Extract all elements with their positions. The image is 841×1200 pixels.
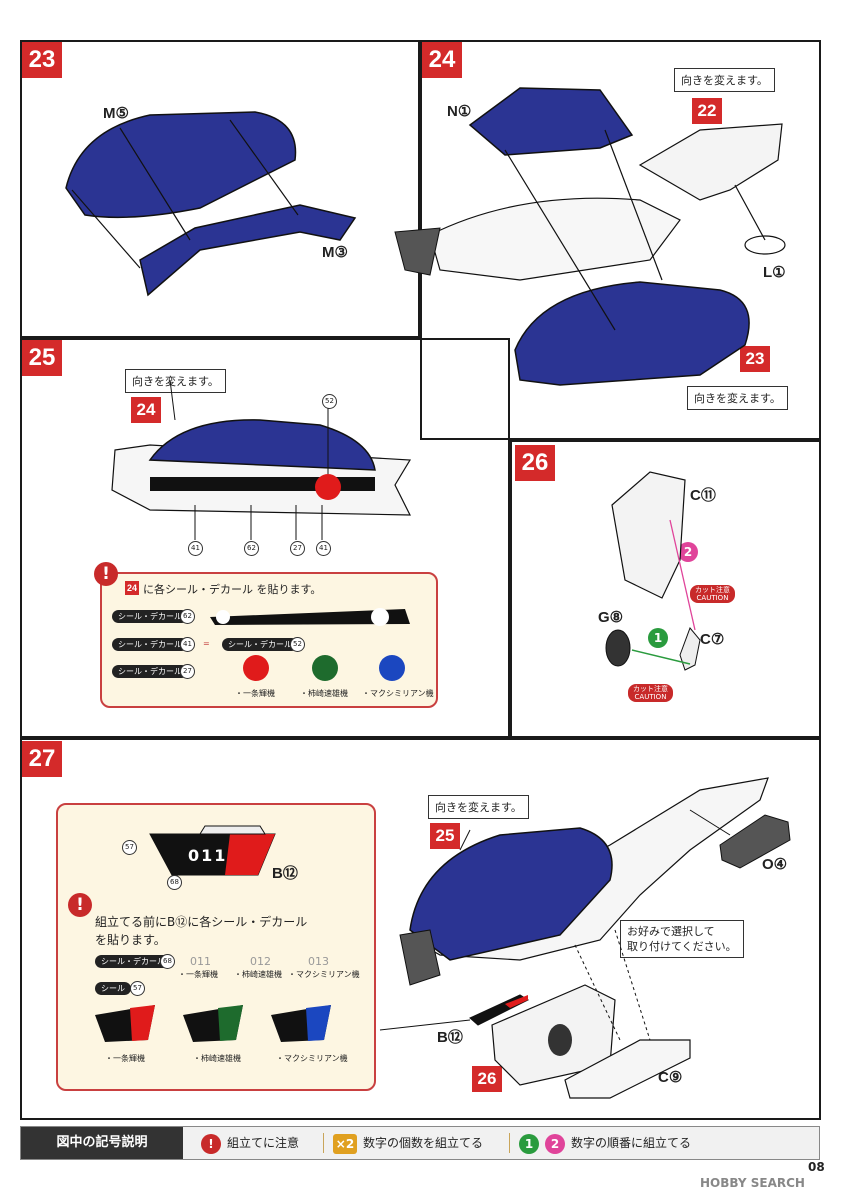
pilot-label-1: ・一条輝機 <box>235 689 275 698</box>
note-27-decals <box>56 803 376 1091</box>
order-badge-1: 1 <box>648 628 668 648</box>
legend-caution: !組立てに注意 <box>201 1127 299 1159</box>
step-number-23: 23 <box>22 42 62 78</box>
step-27-panel <box>20 738 821 1120</box>
order-badge-2: 2 <box>678 542 698 562</box>
tag-num-68: 68 <box>160 954 175 969</box>
part-label-g8: G⑧ <box>598 609 624 626</box>
note-ref-24: 24 <box>125 581 139 595</box>
callout-rotate-27: 向きを変えます。 <box>428 795 529 819</box>
page-number: 08 <box>808 1160 825 1174</box>
caution-legend-icon: ! <box>201 1133 221 1154</box>
code-pilot-1: ・一条輝機 <box>178 970 218 979</box>
pilot-label-3: ・マクシミリアン機 <box>362 689 434 698</box>
step-25-panel <box>20 338 510 738</box>
part-label-n1: N① <box>447 103 472 120</box>
tag-decal-68: シール・デカール <box>95 955 171 968</box>
note-num-62: 62 <box>180 609 195 624</box>
note-num-68: 68 <box>167 875 182 890</box>
code-pilot-3: ・マクシミリアン機 <box>288 970 360 979</box>
decal-number-41b: 41 <box>316 541 331 556</box>
panel-code: 011 <box>188 846 228 865</box>
step-number-25: 25 <box>22 340 62 376</box>
note-num-52: 52 <box>290 637 305 652</box>
ref-step-26: 26 <box>472 1066 502 1092</box>
seal-pilot-1: ・一条輝機 <box>105 1054 145 1063</box>
step-26-panel <box>510 440 821 738</box>
step-23-panel <box>20 40 420 338</box>
tag-seal-57: シール <box>95 982 131 995</box>
callout-optional: お好みで選択して取り付けてください。 <box>620 920 744 958</box>
code-013: 013 <box>308 955 329 968</box>
step-number-27: 27 <box>22 741 62 777</box>
watermark: HOBBY SEARCH <box>700 1176 805 1190</box>
part-label-m5: M⑤ <box>103 105 129 122</box>
tag-decal-27: シール・デカール <box>112 665 188 678</box>
tag-decal-41: シール・デカール <box>112 638 188 651</box>
legend-title: 図中の記号説明 <box>21 1127 183 1159</box>
note-num-57: 57 <box>122 840 137 855</box>
step-number-24: 24 <box>422 42 462 78</box>
seal-pilot-3: ・マクシミリアン機 <box>276 1054 348 1063</box>
ref-step-25: 25 <box>430 823 460 849</box>
order-legend-icon-2: 2 <box>545 1133 565 1154</box>
caution-icon-27: ! <box>68 893 92 917</box>
decal-number-52: 52 <box>322 394 337 409</box>
part-label-c7: C⑦ <box>700 631 725 648</box>
part-label-o4: O④ <box>762 856 788 873</box>
seal-pilot-2: ・柿崎速雄機 <box>193 1054 241 1063</box>
ref-step-24: 24 <box>131 397 161 423</box>
note-text-25: に各シール・デカール を貼ります。 <box>143 583 322 596</box>
part-label-b12: B⑫ <box>437 1029 463 1046</box>
tag-num-57: 57 <box>130 981 145 996</box>
pilot-label-2: ・柿崎速雄機 <box>300 689 348 698</box>
note-eq: = <box>203 639 210 648</box>
callout-rotate-25: 向きを変えます。 <box>125 369 226 393</box>
note-27-line2: を貼ります。 <box>95 933 166 947</box>
ref-step-23: 23 <box>740 346 770 372</box>
note-label-b12: B⑫ <box>272 865 298 882</box>
callout-rotate-bottom: 向きを変えます。 <box>687 386 788 410</box>
code-pilot-2: ・柿崎速雄機 <box>234 970 282 979</box>
multiply-legend-icon: ×2 <box>333 1133 357 1154</box>
decal-number-41a: 41 <box>188 541 203 556</box>
ref-step-22: 22 <box>692 98 722 124</box>
code-011: 011 <box>190 955 211 968</box>
note-num-41: 41 <box>180 637 195 652</box>
decal-number-27: 27 <box>290 541 305 556</box>
note-num-27: 27 <box>180 664 195 679</box>
note-27-line1: 組立てる前にB⑫に各シール・デカール <box>95 915 308 929</box>
tag-decal-52: シール・デカール <box>222 638 298 651</box>
tag-decal-62: シール・デカール <box>112 610 188 623</box>
part-label-c11: C⑪ <box>690 487 716 504</box>
step-number-26: 26 <box>515 445 555 481</box>
order-legend-icon-1: 1 <box>519 1133 539 1154</box>
part-label-c9: C⑨ <box>658 1069 683 1086</box>
callout-rotate-top: 向きを変えます。 <box>674 68 775 92</box>
code-012: 012 <box>250 955 271 968</box>
part-label-m3: M③ <box>322 244 348 261</box>
decal-number-62: 62 <box>244 541 259 556</box>
caution-icon: ! <box>94 562 118 586</box>
part-label-l1: L① <box>763 264 786 281</box>
